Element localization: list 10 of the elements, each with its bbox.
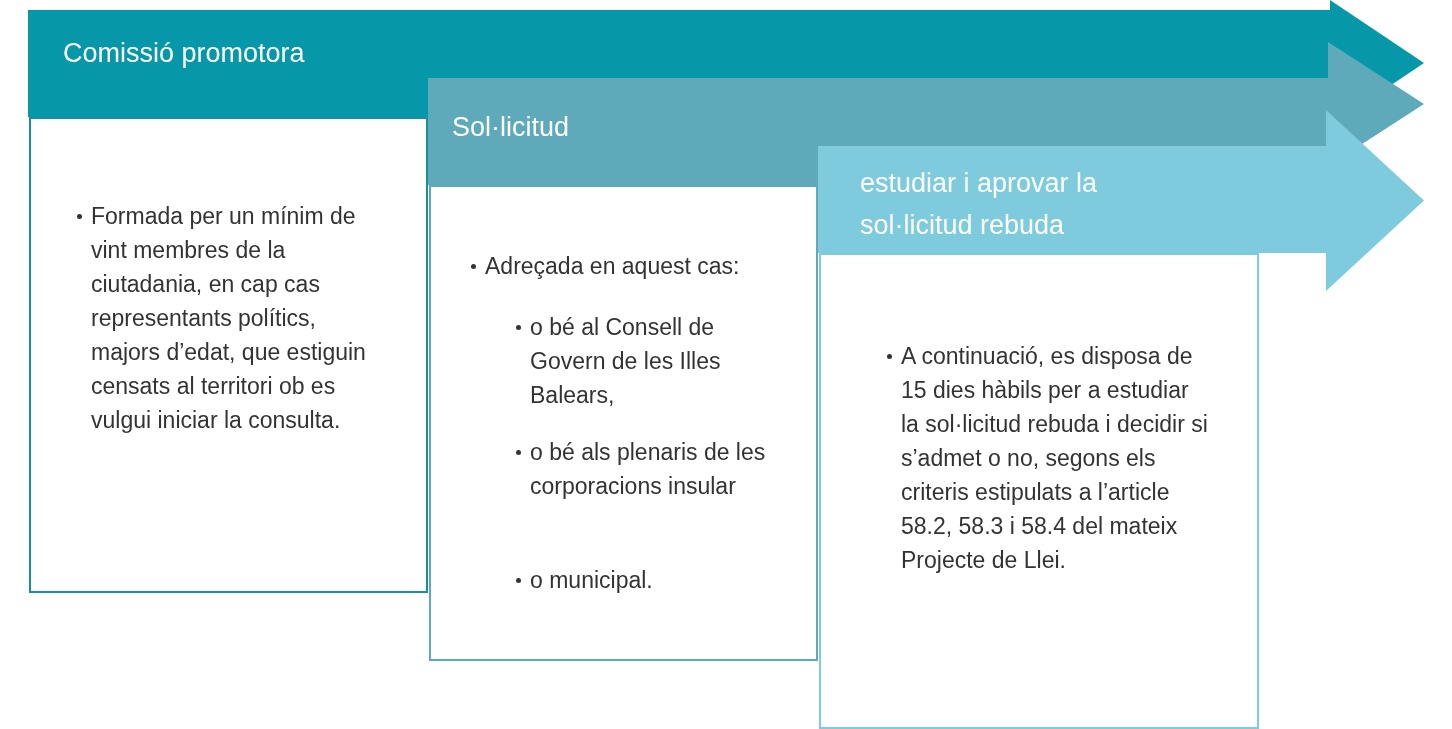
text-box xyxy=(429,185,818,661)
text-box xyxy=(819,253,1259,729)
bullet-text: Adreçada en aquest cas: xyxy=(485,252,741,281)
bullet-text: A continuació, es disposa de 15 dies hàbils per a estudiar la sol·licitud rebuda i decidir si s’admet o no, segons els criteris estipulats a l’article 58.2, 58.3 i 58.4 del mateix Projecte de Llei. xyxy=(901,342,1209,575)
bullet-text: o bé al Consell de Govern de les Illes Balears, xyxy=(530,313,722,410)
bullet-text: o bé als plenaris de les corporacions insular xyxy=(530,438,767,501)
arrow-banner: estudiar i aprovar la sol·licitud rebuda xyxy=(818,110,1424,291)
bullet-text: o municipal. xyxy=(530,566,654,595)
bullet-text: Formada per un mínim de vint membres de la ciutadania, en cap cas representants polítics, majors d’edat, que estiguin censats al territori ob es vulgui iniciar la consulta. xyxy=(91,202,367,435)
text-box xyxy=(29,117,428,593)
